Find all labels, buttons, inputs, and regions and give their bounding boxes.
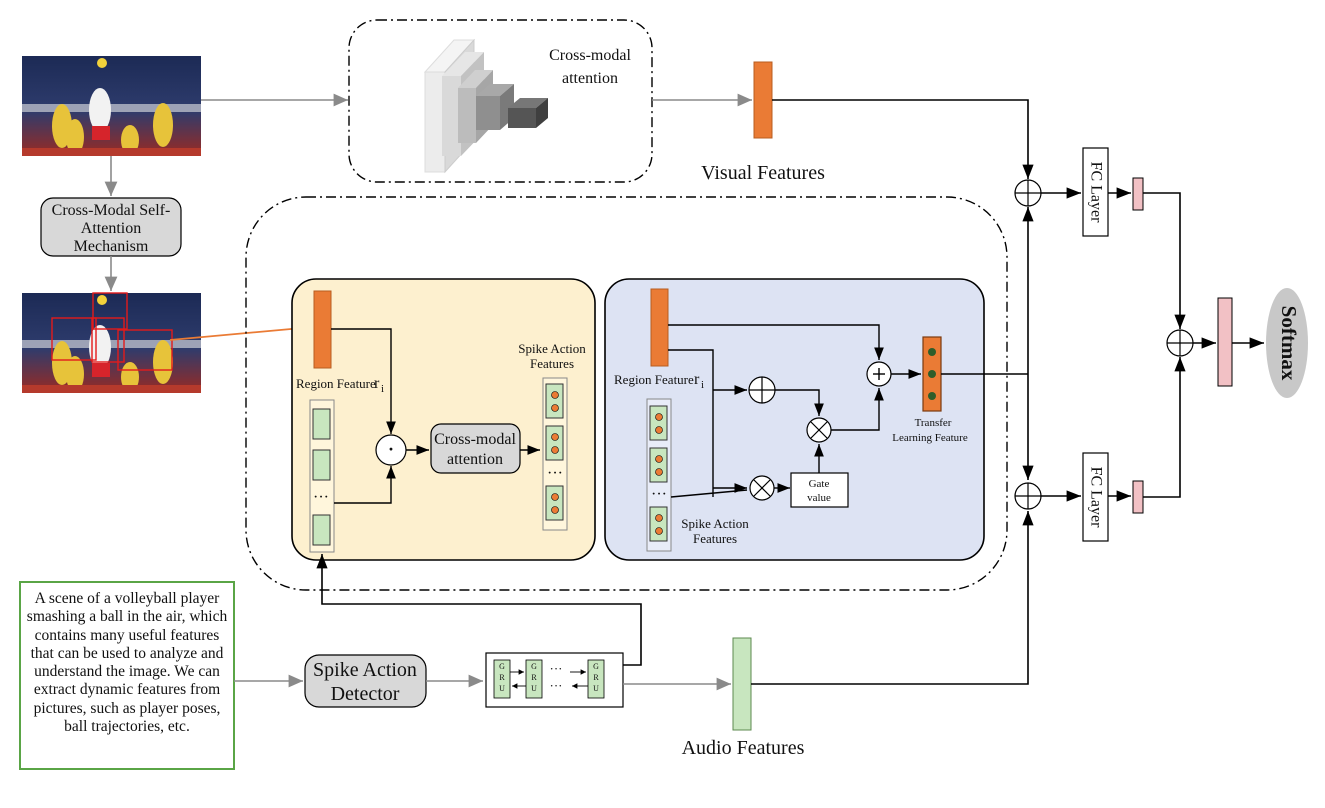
- arrow-visual-to-sum: [772, 99, 1034, 179]
- arrow-oplus-to-otimes: [775, 389, 824, 416]
- dot-product-symbol: ·: [388, 439, 394, 459]
- cnn-stack-icon: [423, 38, 548, 174]
- region-feature-label-right: Region Feature: [614, 372, 694, 387]
- gru-cell-1: G R U: [493, 659, 511, 699]
- fc-layer-bottom: [1082, 452, 1109, 542]
- svg-text:R: R: [593, 673, 599, 682]
- wire-features: [670, 489, 748, 498]
- fc-layer-top: [1082, 147, 1109, 237]
- final-feature-vector: [1217, 297, 1233, 387]
- self-attention-line1: Cross-Modal Self-: [52, 202, 171, 219]
- audio-features-label: Audio Features: [682, 737, 805, 759]
- cnn-label-line1: Cross-modal: [549, 47, 631, 64]
- softmax-node: [1266, 288, 1308, 398]
- gru-ellipsis-top: ···: [550, 661, 563, 676]
- audio-feature-bar: [732, 637, 752, 731]
- volleyball-image-regions: [22, 292, 201, 393]
- spike-features-top-line2: Features: [530, 356, 574, 371]
- softmax-label: Softmax: [1277, 306, 1301, 381]
- svg-text:G: G: [593, 662, 599, 671]
- feature-ellipsis: ···: [313, 489, 329, 506]
- self-attention-line3: Mechanism: [74, 238, 149, 255]
- fc-output-top: [1132, 177, 1144, 211]
- svg-text:R: R: [531, 673, 537, 682]
- visual-feature-bar: [753, 61, 773, 139]
- gate-line1: Gate: [809, 478, 830, 490]
- arrow-region-to-feature: [169, 321, 314, 341]
- arrow-fc-bottom-to-final-sum: [1143, 357, 1186, 498]
- cross-modal-panel: [291, 278, 596, 561]
- volleyball-image-top: [22, 56, 201, 156]
- region-feature-r-right: r: [694, 371, 700, 388]
- arrow-gru-to-feature-stack: [316, 554, 642, 666]
- fc-layer-top-label: FC Layer: [1087, 162, 1104, 224]
- svg-text:U: U: [499, 684, 505, 693]
- fc-layer-bottom-label: FC Layer: [1087, 467, 1104, 529]
- cross-modal-line1: Cross-modal: [434, 431, 516, 448]
- arrow-fc-top-to-final-sum: [1143, 192, 1186, 329]
- svg-text:U: U: [531, 684, 537, 693]
- arrow-region-to-add: [668, 324, 884, 360]
- spike-ellipsis-right: ···: [651, 486, 667, 503]
- region-box-left: [51, 317, 97, 361]
- transfer-line1: Transfer: [915, 417, 952, 429]
- svg-text:U: U: [593, 684, 599, 693]
- spike-ellipsis-left: ···: [547, 465, 563, 482]
- feature-cell: [312, 449, 331, 481]
- spike-features-bottom-line1: Spike Action: [681, 516, 749, 531]
- svg-text:G: G: [499, 662, 505, 671]
- arrow-features-to-dot: [334, 466, 396, 504]
- spike-feature-cells-left: [545, 383, 564, 521]
- gru-ellipsis-bottom: ···: [550, 678, 563, 693]
- region-feature-bar-right: [650, 288, 669, 367]
- spike-detector-line1: Spike Action: [313, 659, 417, 681]
- description-text: A scene of a volleyball player smashing …: [26, 590, 228, 735]
- transfer-line2: Learning Feature: [892, 432, 968, 444]
- region-feature-label-left: Region Feature: [296, 376, 376, 391]
- fusion-module-box: [245, 196, 1008, 591]
- cnn-attention-box: [348, 19, 653, 183]
- spike-features-top-line1: Spike Action: [518, 341, 586, 356]
- transfer-learning-panel: [604, 278, 985, 561]
- self-attention-line2: Attention: [81, 220, 141, 237]
- gru-cell-2: G R U: [525, 659, 543, 699]
- description-box: [19, 581, 235, 770]
- region-box-center: [91, 317, 125, 363]
- region-feature-r-left: r: [374, 375, 380, 392]
- spike-detector-line2: Detector: [331, 683, 400, 705]
- arrow-audio-to-sum: [751, 511, 1034, 685]
- spike-features-bottom-line2: Features: [693, 531, 737, 546]
- feature-cell: [312, 408, 331, 440]
- visual-features-label: Visual Features: [701, 162, 825, 184]
- wire-region-branch: [668, 349, 714, 497]
- arrow-region-to-dot: [331, 328, 396, 434]
- svg-text:R: R: [499, 673, 505, 682]
- cnn-label-line2: attention: [562, 70, 618, 87]
- feature-cell: [312, 514, 331, 546]
- gate-line2: value: [807, 492, 831, 504]
- region-box-right: [117, 329, 173, 371]
- cross-modal-attention-box: [430, 423, 521, 474]
- spike-feature-cells-right: [649, 405, 668, 542]
- gru-cell-3: G R U: [587, 659, 605, 699]
- gate-value-box: [790, 472, 849, 508]
- region-feature-bar-left: [313, 290, 332, 369]
- region-feature-i-left: i: [381, 383, 384, 395]
- cross-modal-line2: attention: [447, 451, 503, 468]
- region-feature-i-right: i: [701, 379, 704, 391]
- region-box-ball: [92, 292, 128, 330]
- fc-output-bottom: [1132, 480, 1144, 514]
- arrow-otimes-to-add: [831, 388, 884, 431]
- svg-text:G: G: [531, 662, 537, 671]
